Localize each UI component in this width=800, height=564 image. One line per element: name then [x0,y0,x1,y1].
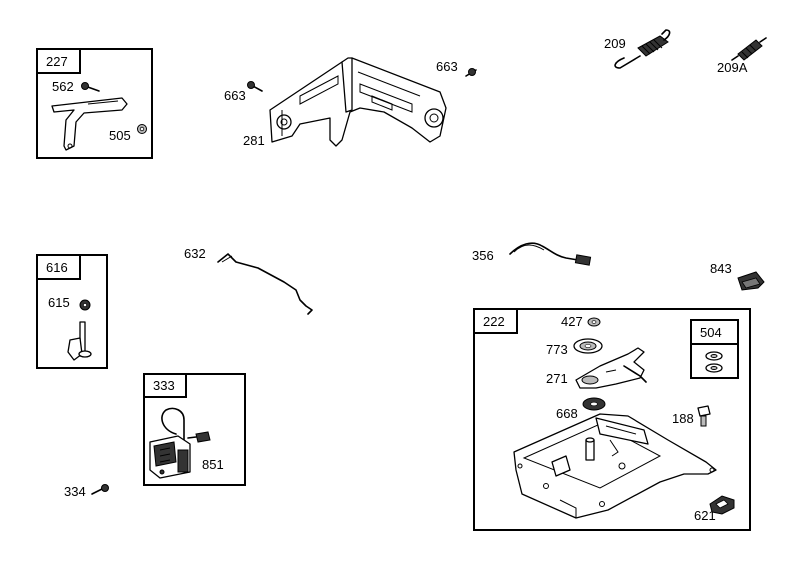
screw-663-left [247,81,263,92]
part-621-label: 621 [694,508,716,523]
part-209A-label: 209A [717,60,748,75]
kit-504-label: 504 [700,325,722,340]
base-plate [513,413,717,519]
kit-222: 222 427 773 271 668 188 621 [473,308,751,531]
nut-615 [79,299,91,311]
nut-505 [137,124,147,134]
part-271-label: 271 [546,371,568,386]
control-lever-271 [575,347,647,389]
shaft-pin [67,321,92,361]
part-188-label: 188 [672,411,694,426]
kit-333: 333 851 [143,373,246,486]
link-rod-632: 632 [184,246,313,315]
kit-227-label: 227 [46,54,68,69]
spring-209: 209 [604,29,671,69]
kit-333-label: 333 [153,378,175,393]
part-427-label: 427 [561,314,583,329]
part-505-label: 505 [109,128,131,143]
part-668-label: 668 [556,406,578,421]
part-356-label: 356 [472,248,494,263]
bracket-281: 663 281 663 [224,57,477,148]
screw-562 [81,82,100,92]
part-843: 843 [710,261,765,291]
ignition-coil [149,407,191,479]
part-562-label: 562 [52,79,74,94]
part-334-label: 334 [64,484,86,499]
nut-427 [587,317,601,327]
bolt-188 [697,405,711,427]
part-632-label: 632 [184,246,206,261]
kit-616-label: 616 [46,260,68,275]
part-851-label: 851 [202,457,224,472]
lever-bracket [51,97,128,151]
screw-334: 334 [64,484,109,499]
part-209-label: 209 [604,36,626,51]
clip-621 [709,495,735,515]
kit-616: 616 615 [36,254,108,369]
wire-356: 356 [472,242,592,266]
kit-222-label: 222 [483,314,505,329]
spring-209A: 209A [717,37,767,75]
screw-663-right [465,68,477,77]
washer-504-top [705,351,723,361]
part-663-label-right: 663 [436,59,458,74]
part-281-label: 281 [243,133,265,148]
connector-clip [187,431,211,443]
kit-504: 504 [690,319,739,379]
washer-668 [582,397,606,411]
washer-773 [573,338,603,354]
part-773-label: 773 [546,342,568,357]
washer-504-bottom [705,363,723,373]
part-843-label: 843 [710,261,732,276]
kit-227: 227 562 505 [36,48,153,159]
part-615-label: 615 [48,295,70,310]
part-663-label-left: 663 [224,88,246,103]
